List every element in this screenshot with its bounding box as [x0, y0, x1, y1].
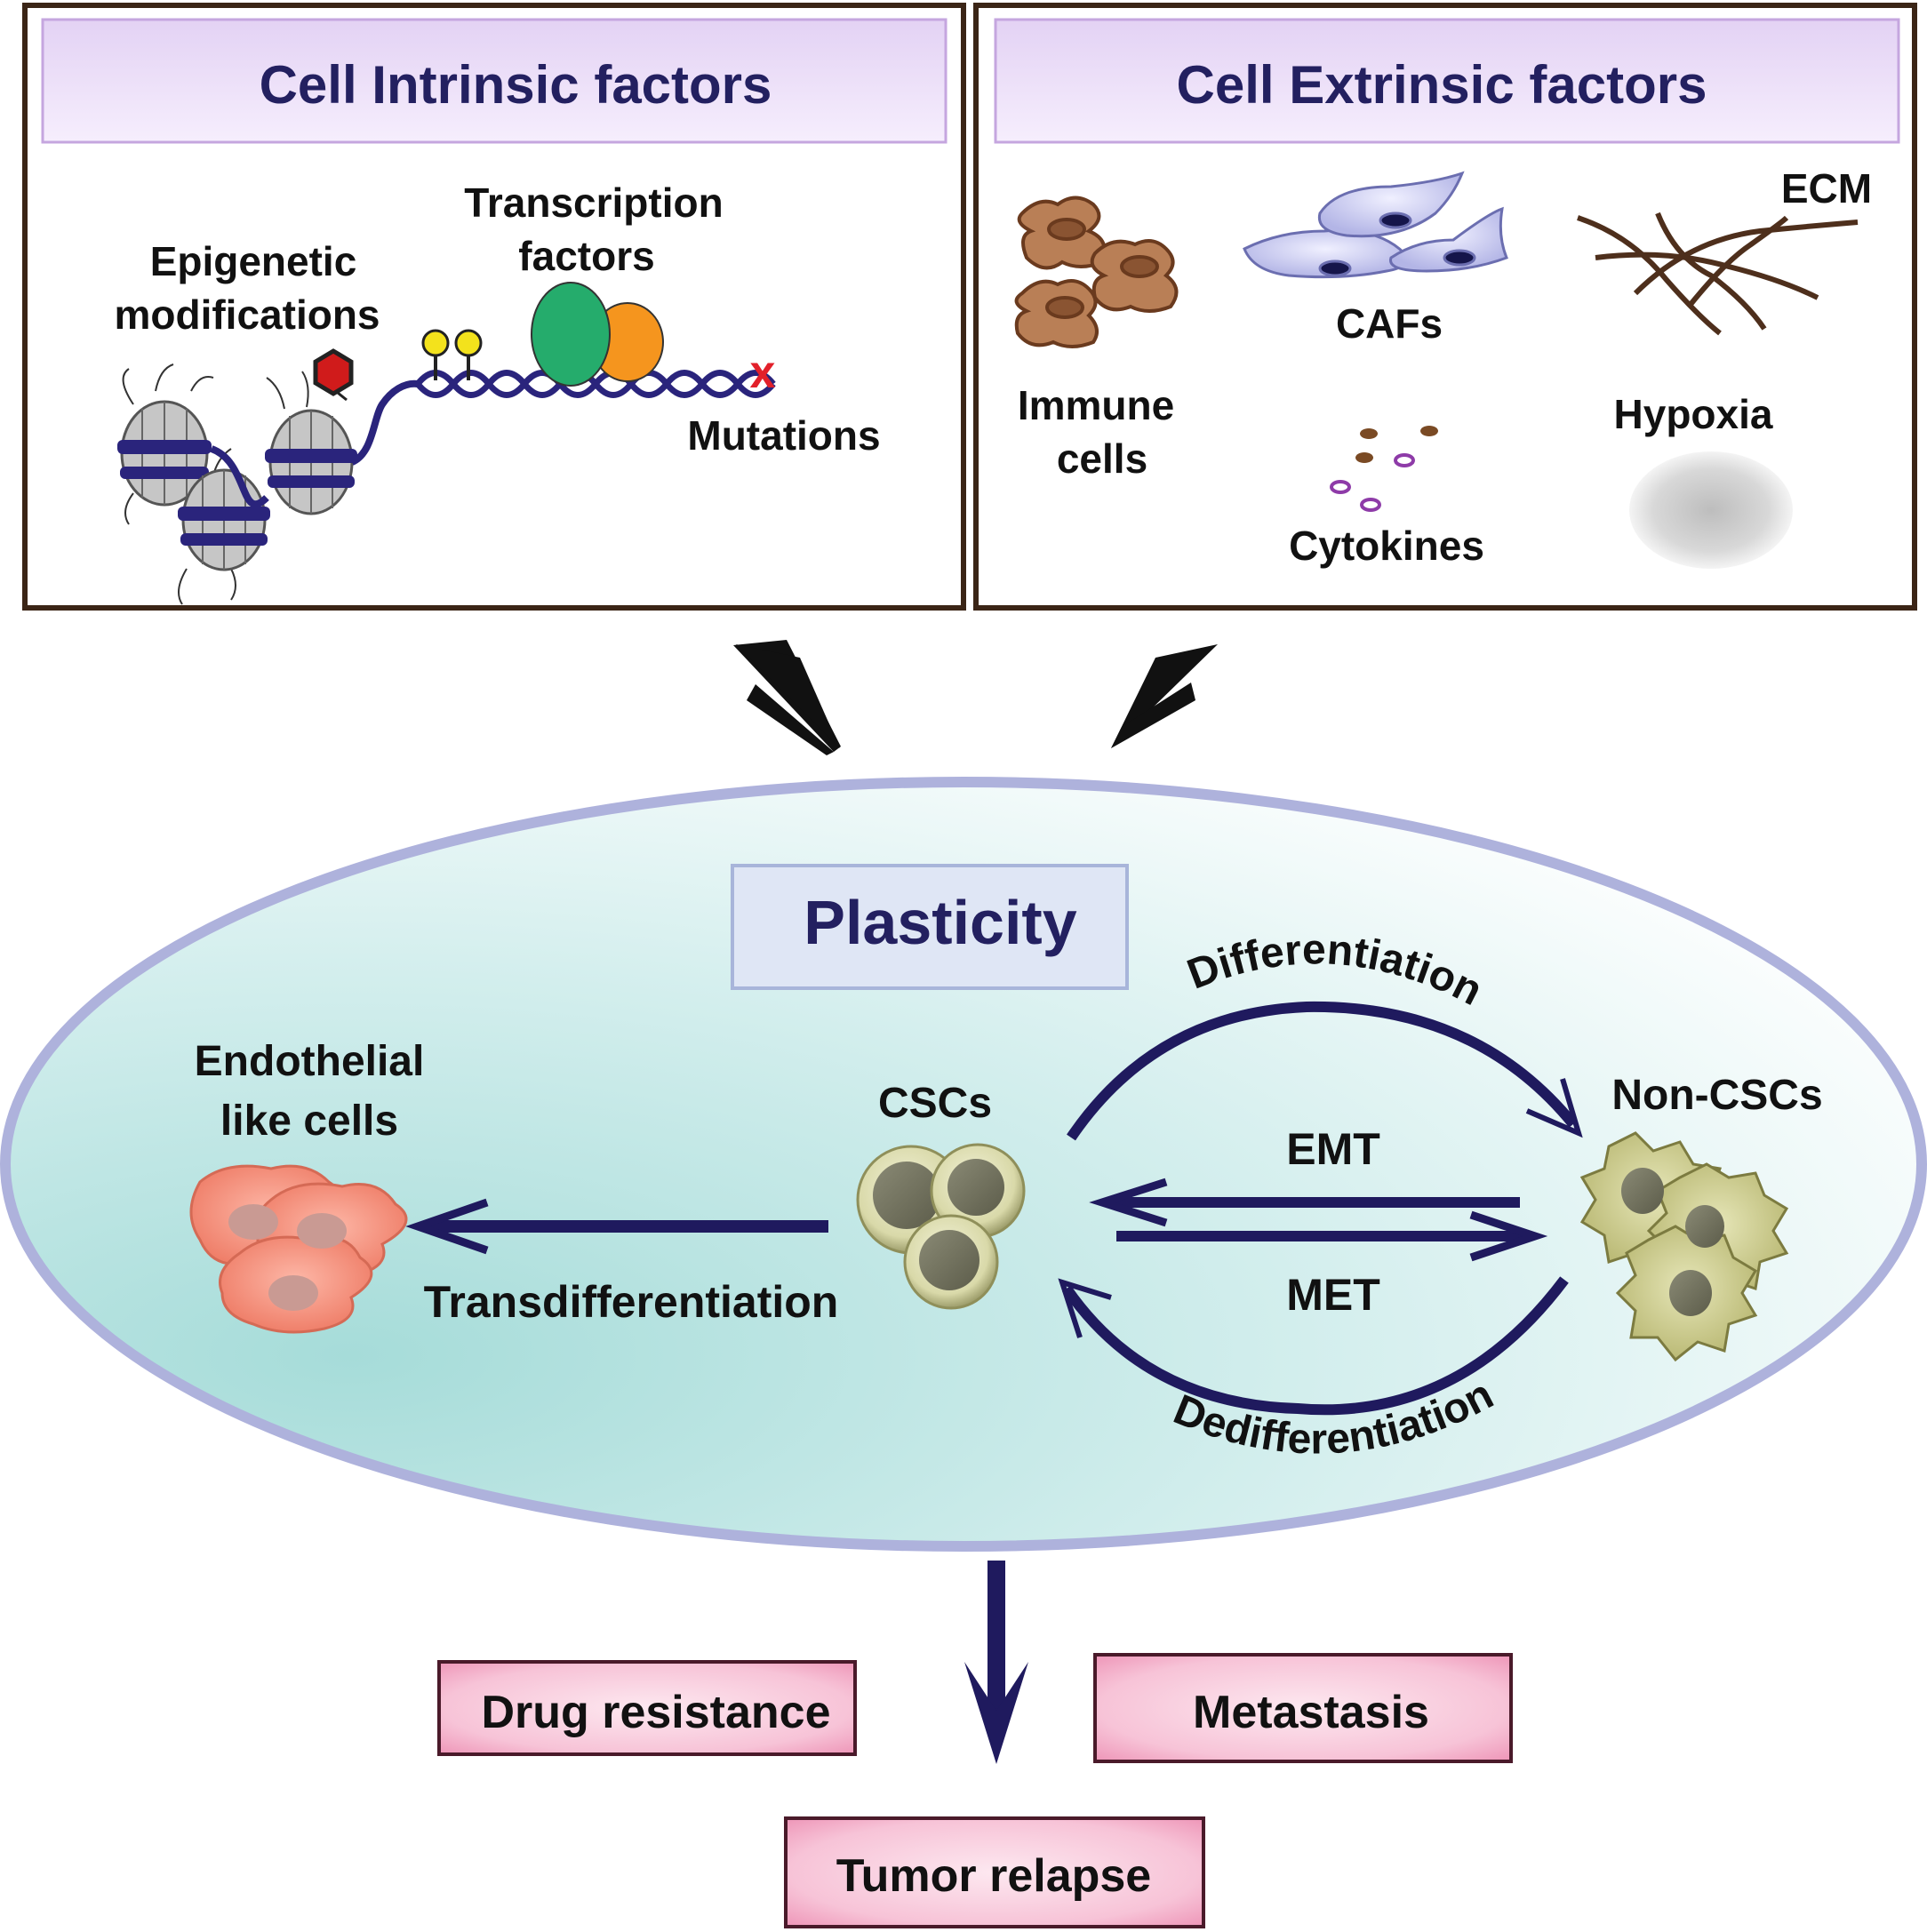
immune-label-line2: cells [1057, 435, 1147, 482]
cafs-label: CAFs [1336, 300, 1443, 347]
dna-helix-icon [415, 370, 776, 398]
epigenetic-label: Epigenetic [150, 238, 357, 284]
transdifferentiation-arrow-shaft [427, 1220, 828, 1233]
intrinsic-header: Cell Intrinsic factors [260, 55, 772, 115]
dna-strand [210, 379, 419, 508]
cytokines-icon [1330, 426, 1438, 512]
cscs-label: CSCs [878, 1080, 992, 1127]
transcription-label-line2: factors [518, 233, 654, 279]
converge-arrow-left [733, 640, 841, 755]
metastasis-label: Metastasis [1193, 1687, 1429, 1738]
outcome-arrowhead [964, 1662, 1028, 1764]
outcome-arrow-shaft [987, 1561, 1005, 1720]
nucleosome-icon [117, 363, 214, 525]
transdifferentiation-arrowhead [405, 1198, 489, 1255]
tf-green-icon [531, 282, 611, 387]
endothelial-label: Endothelial [195, 1038, 425, 1085]
metastasis-box: Metastasis [1093, 1653, 1513, 1763]
met-label: MET [1286, 1270, 1380, 1320]
endothelial-cells-icon [189, 1164, 408, 1334]
hypoxia-label: Hypoxia [1614, 391, 1773, 437]
cscs-icon [856, 1143, 1026, 1310]
intrinsic-header-box [41, 18, 948, 144]
endothelial-label-line2: like cells [220, 1098, 398, 1145]
emt-arrowhead [1089, 1178, 1168, 1227]
intrinsic-panel: Cell Intrinsic factors [22, 3, 966, 611]
emt-label: EMT [1286, 1124, 1380, 1174]
met-arrowhead [1469, 1210, 1548, 1262]
epigenetic-label-line2: modifications [114, 291, 380, 338]
extrinsic-panel: Cell Extrinsic factors [973, 3, 1917, 611]
immune-cells-icon [1014, 196, 1179, 348]
tumor-relapse-label: Tumor relapse [836, 1850, 1151, 1902]
tumor-relapse-box: Tumor relapse [784, 1816, 1205, 1928]
extrinsic-header-box [994, 18, 1900, 144]
immune-label: Immune [1018, 382, 1174, 428]
differentiation-arrow [1067, 1001, 1578, 1141]
dedifferentiation-arrow [1062, 1276, 1569, 1416]
transdifferentiation-label: Transdifferentiation [424, 1277, 839, 1327]
ecm-fibers-icon [1577, 212, 1859, 336]
hexagon-modification-icon [313, 348, 354, 402]
converge-arrow-right [1111, 644, 1218, 748]
met-arrow-shaft [1116, 1231, 1525, 1241]
nucleosome-icon [265, 371, 357, 515]
non-cscs-icon [1579, 1131, 1789, 1362]
lollipop-marker-icon [421, 329, 483, 380]
non-cscs-label: Non-CSCs [1611, 1072, 1822, 1119]
plasticity-title-box [731, 864, 1129, 990]
mutations-label: Mutations [687, 412, 880, 459]
hypoxia-icon [1629, 451, 1793, 569]
drug-resistance-label: Drug resistance [481, 1687, 830, 1738]
transcription-label: Transcription [464, 180, 723, 226]
mutation-x-mark: x [750, 347, 776, 398]
drug-resistance-box: Drug resistance [437, 1660, 857, 1756]
plasticity-title: Plasticity [804, 888, 1076, 957]
dedifferentiation-arrowhead [1058, 1278, 1112, 1338]
extrinsic-header: Cell Extrinsic factors [1177, 55, 1707, 115]
differentiation-arrowhead [1525, 1078, 1583, 1138]
cytokines-label: Cytokines [1289, 523, 1484, 569]
emt-arrow-shaft [1111, 1197, 1520, 1208]
cafs-icon [1243, 171, 1508, 279]
ecm-label: ECM [1781, 165, 1872, 212]
